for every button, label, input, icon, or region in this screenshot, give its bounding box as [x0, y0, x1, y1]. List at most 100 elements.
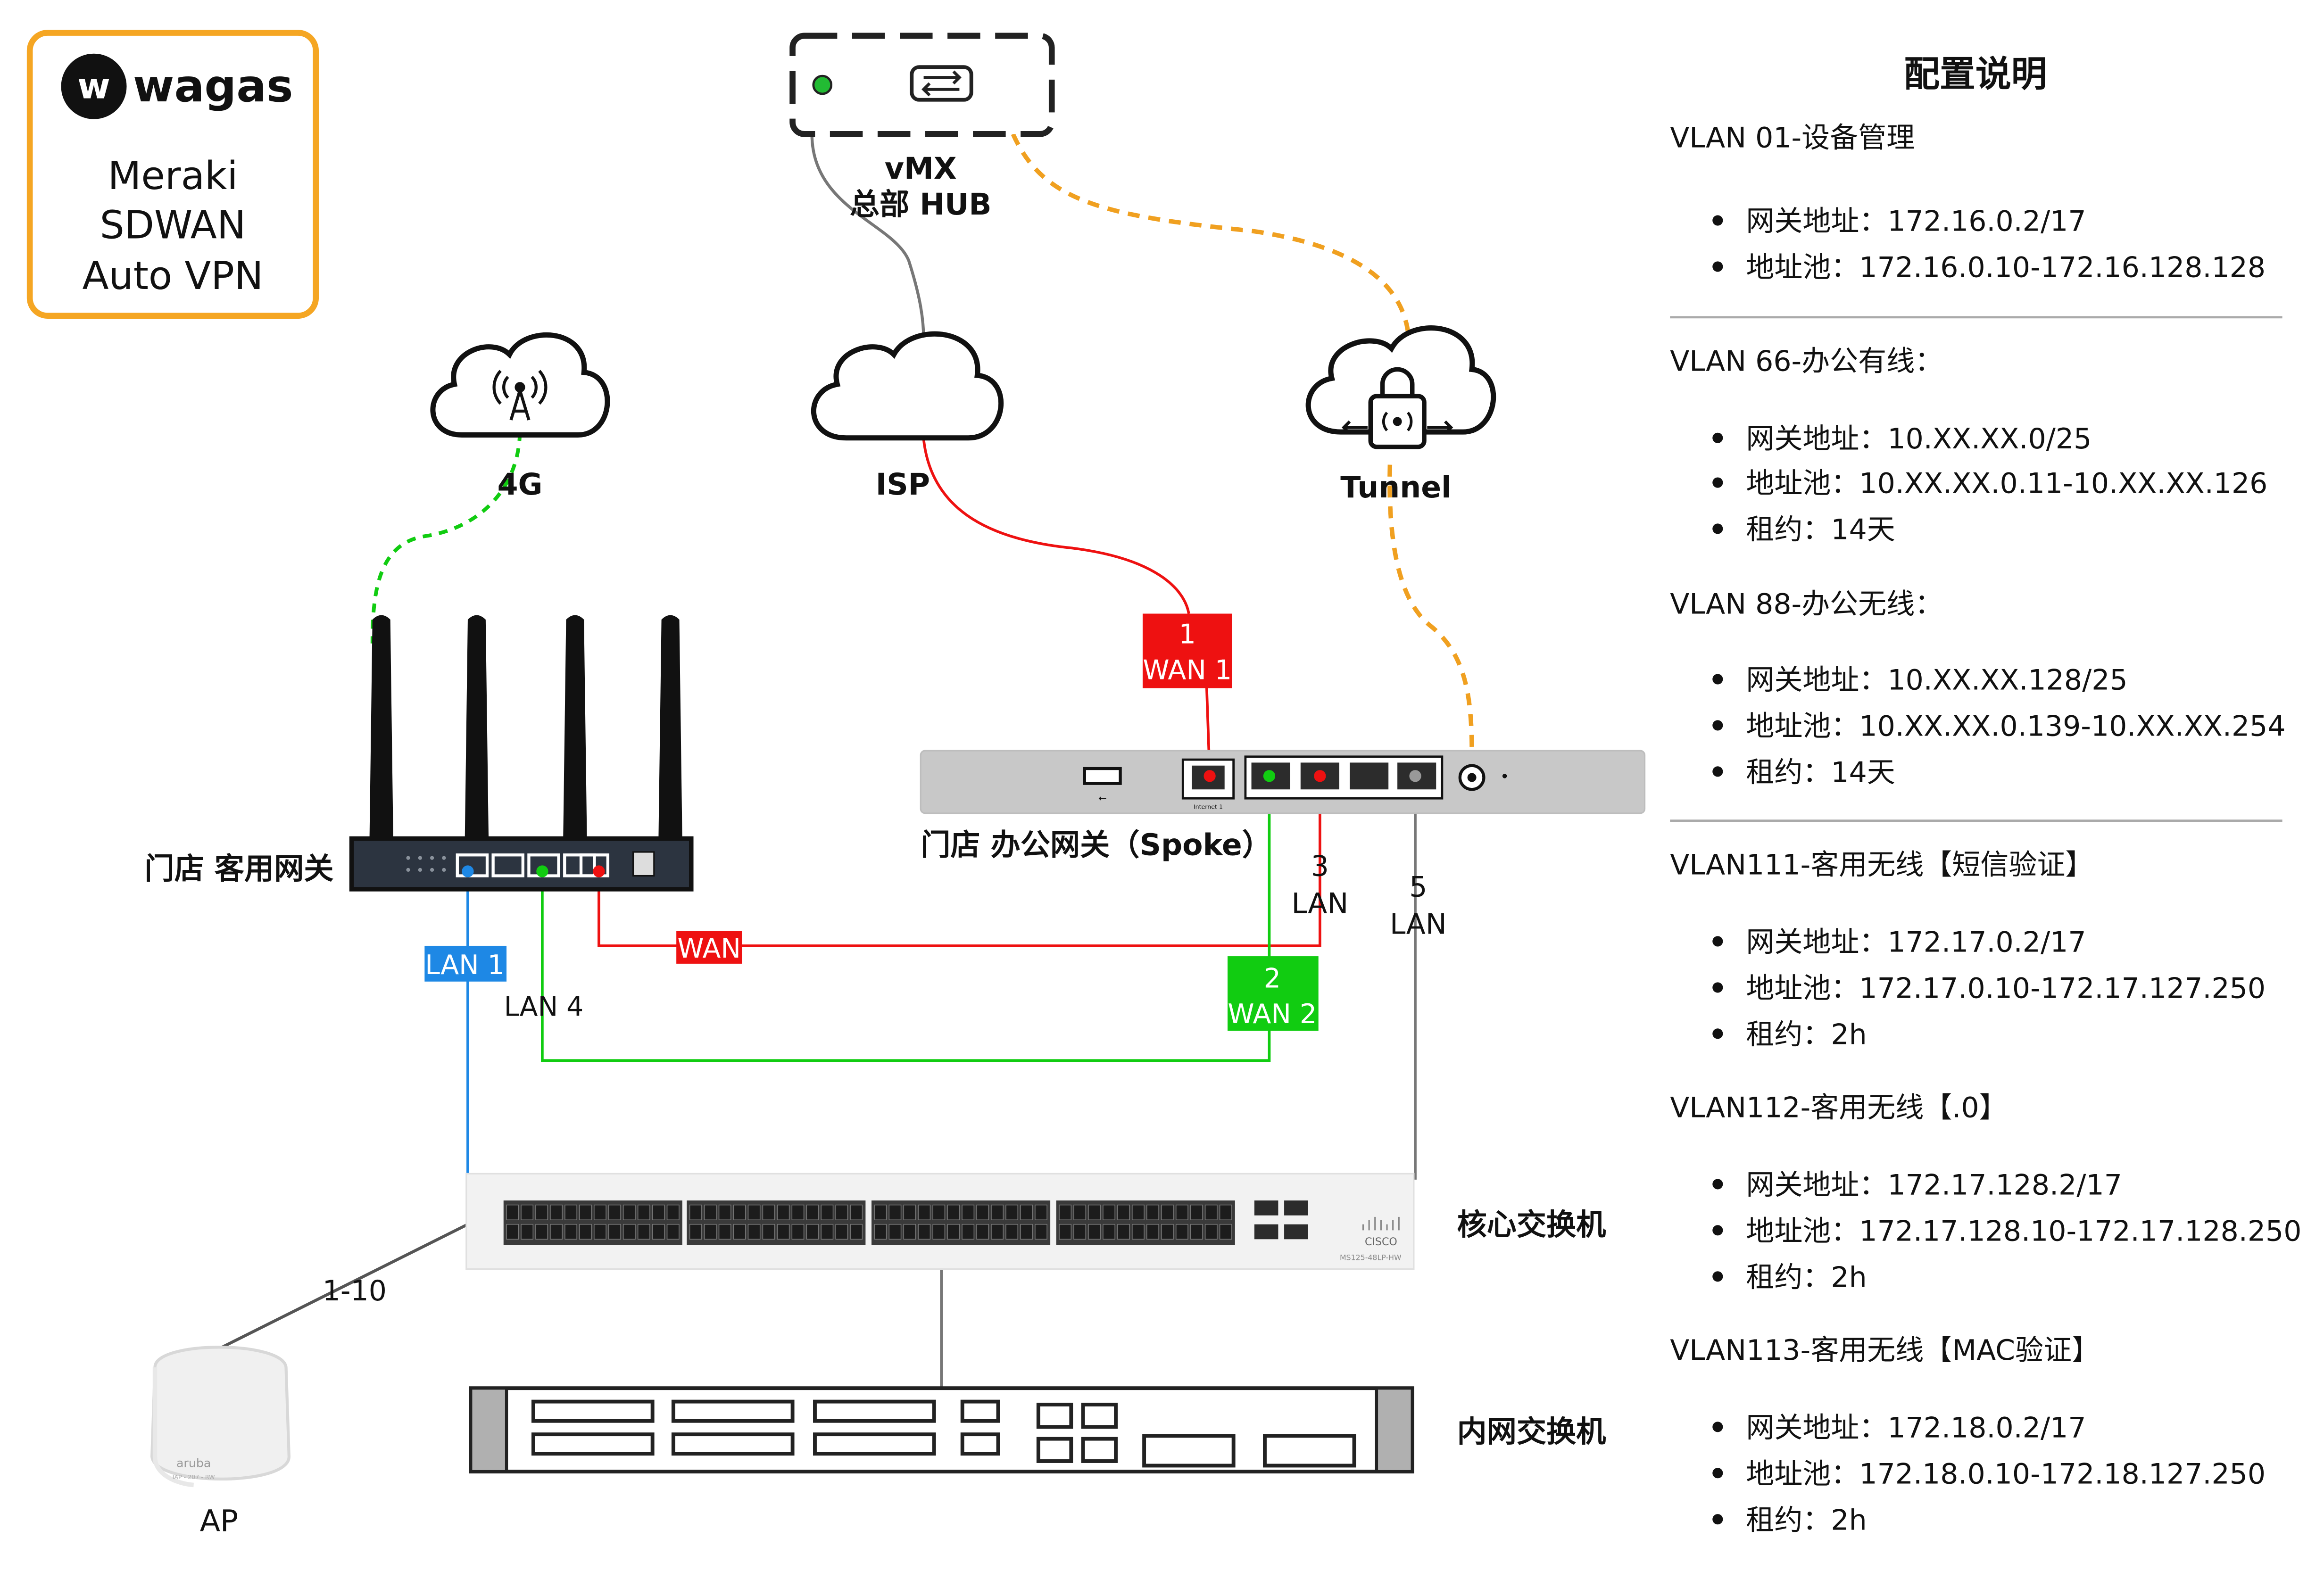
- switch-port: [704, 1224, 717, 1240]
- fourg-gateway-link: [370, 432, 522, 644]
- config-item: 网关地址：10.XX.XX.128/25: [1746, 664, 2127, 697]
- switch-port: [777, 1224, 790, 1240]
- switch-port: [821, 1204, 834, 1221]
- switch-port: [1175, 1204, 1188, 1221]
- switch-port: [888, 1204, 902, 1221]
- config-item: 租约：14天: [1746, 513, 1895, 546]
- switch-port: [1219, 1204, 1232, 1221]
- section-heading: VLAN 01-设备管理: [1670, 122, 1915, 155]
- lan5-number: 5: [1409, 871, 1427, 904]
- switch-port: [1035, 1224, 1047, 1240]
- switch-port: [947, 1204, 960, 1221]
- switch-port: [1005, 1204, 1019, 1221]
- switch-port: [835, 1204, 848, 1221]
- switch-port: [791, 1204, 805, 1221]
- switch-port: [579, 1204, 592, 1221]
- brand-logo-text: wagas: [133, 60, 293, 112]
- spoke-port3-dot: [1314, 770, 1326, 782]
- config-item: 网关地址：10.XX.XX.0/25: [1746, 422, 2092, 455]
- switch-port: [1132, 1204, 1145, 1221]
- switch-port: [689, 1224, 702, 1240]
- spoke-port3-guest-wan-link: [598, 779, 1321, 947]
- switch-port: [718, 1204, 731, 1221]
- port-labels: 3 LAN 5 LAN WAN LAN 1 LAN 4 2 WAN 2 1-10: [323, 850, 1447, 1307]
- switch-port: [806, 1224, 819, 1240]
- config-item: 网关地址：172.17.0.2/17: [1746, 926, 2086, 959]
- switch-port: [976, 1224, 989, 1240]
- switch-port: [704, 1204, 717, 1221]
- usb-port-icon: ⭠: [1083, 767, 1122, 804]
- switch-port: [1190, 1224, 1203, 1240]
- switch-port: [579, 1224, 592, 1240]
- internet-port-label: Internet 1: [1194, 803, 1223, 810]
- switch-port: [521, 1224, 534, 1240]
- config-item: 租约：14天: [1746, 756, 1895, 789]
- config-item: 地址池：172.17.0.10-172.17.127.250: [1746, 972, 2266, 1005]
- connections: [220, 133, 1474, 1389]
- ap-brand: aruba: [176, 1456, 211, 1470]
- sfp-ports: [1254, 1200, 1308, 1240]
- switch-port: [564, 1224, 577, 1240]
- guest-wan-label: WAN: [677, 933, 741, 964]
- guest-gateway-label: 门店 客用网关: [144, 851, 333, 886]
- guest-wan-port-dot: [593, 865, 605, 877]
- switch-port: [1103, 1224, 1115, 1240]
- guest-gateway-device: 门店 客用网关: [144, 615, 694, 892]
- cisco-logo-icon: [1362, 1216, 1400, 1231]
- switch-port: [821, 1224, 834, 1240]
- spoke-wan1-port-dot: [1204, 770, 1216, 782]
- guest-lan4-label: LAN 4: [504, 991, 584, 1022]
- ap-device: aruba IAP - 207 - RW AP: [150, 1346, 291, 1538]
- config-item: 地址池：10.XX.XX.0.11-10.XX.XX.126: [1746, 467, 2267, 500]
- cloud-isp-label: ISP: [876, 467, 930, 502]
- switch-port: [535, 1204, 548, 1221]
- inner-switch-label: 内网交换机: [1457, 1414, 1606, 1449]
- switch-port: [521, 1204, 534, 1221]
- switch-port: [608, 1224, 621, 1240]
- switch-port: [762, 1204, 775, 1221]
- switch-port: [1117, 1224, 1130, 1240]
- switch-port: [622, 1204, 636, 1221]
- guest-wan-tag: WAN: [676, 931, 742, 964]
- switch-port: [932, 1204, 946, 1221]
- config-item: 地址池：10.XX.XX.0.139-10.XX.XX.254: [1746, 710, 2285, 743]
- section-heading: VLAN111-客用无线【短信验证】: [1670, 848, 2093, 881]
- lan3-label: LAN: [1291, 887, 1348, 920]
- switch-port: [666, 1224, 680, 1240]
- switch-port: [806, 1204, 819, 1221]
- antenna-tower-icon: [492, 370, 548, 421]
- switch-port: [564, 1204, 577, 1221]
- section-heading: VLAN 66-办公有线：: [1670, 345, 1943, 378]
- antenna-icon: [369, 615, 682, 842]
- switch-port: [1190, 1204, 1203, 1221]
- switch-port: [791, 1224, 805, 1240]
- switch-port: [874, 1204, 887, 1221]
- ap-model: IAP - 207 - RW: [173, 1473, 215, 1480]
- switch-brand: CISCO: [1365, 1236, 1397, 1248]
- switch-port: [777, 1204, 790, 1221]
- spoke-port2-guest-lan4-link: [541, 779, 1271, 1062]
- switch-port: [1146, 1204, 1159, 1221]
- switch-port: [733, 1224, 746, 1240]
- spoke-port2-dot: [1263, 770, 1276, 782]
- config-panel: 配置说明 VLAN 01-设备管理 网关地址：172.16.0.2/17 地址池…: [1670, 53, 2301, 1537]
- config-item: 地址池：172.18.0.10-172.18.127.250: [1746, 1457, 2266, 1490]
- office-gateway-device: ⭠ Internet 1 门店 办公网关（Spoke）: [920, 750, 1646, 862]
- cloud-4g-label: 4G: [498, 467, 543, 502]
- lan-port-block: [1244, 755, 1444, 800]
- isp-wan1-link: [922, 439, 1190, 614]
- guest-ports: [456, 851, 655, 877]
- switch-port: [608, 1204, 621, 1221]
- switch-port: [962, 1224, 975, 1240]
- switch-port: [1219, 1224, 1232, 1240]
- hub-tunnel-link: [1011, 133, 1410, 331]
- switch-port: [637, 1204, 650, 1221]
- switch-port: [888, 1224, 902, 1240]
- cloud-4g: 4G: [430, 332, 610, 502]
- switch-port: [652, 1204, 665, 1221]
- status-dots-icon: [406, 856, 446, 872]
- switch-port: [850, 1204, 863, 1221]
- switch-port: [550, 1204, 563, 1221]
- core-switch-ports: [503, 1200, 1235, 1245]
